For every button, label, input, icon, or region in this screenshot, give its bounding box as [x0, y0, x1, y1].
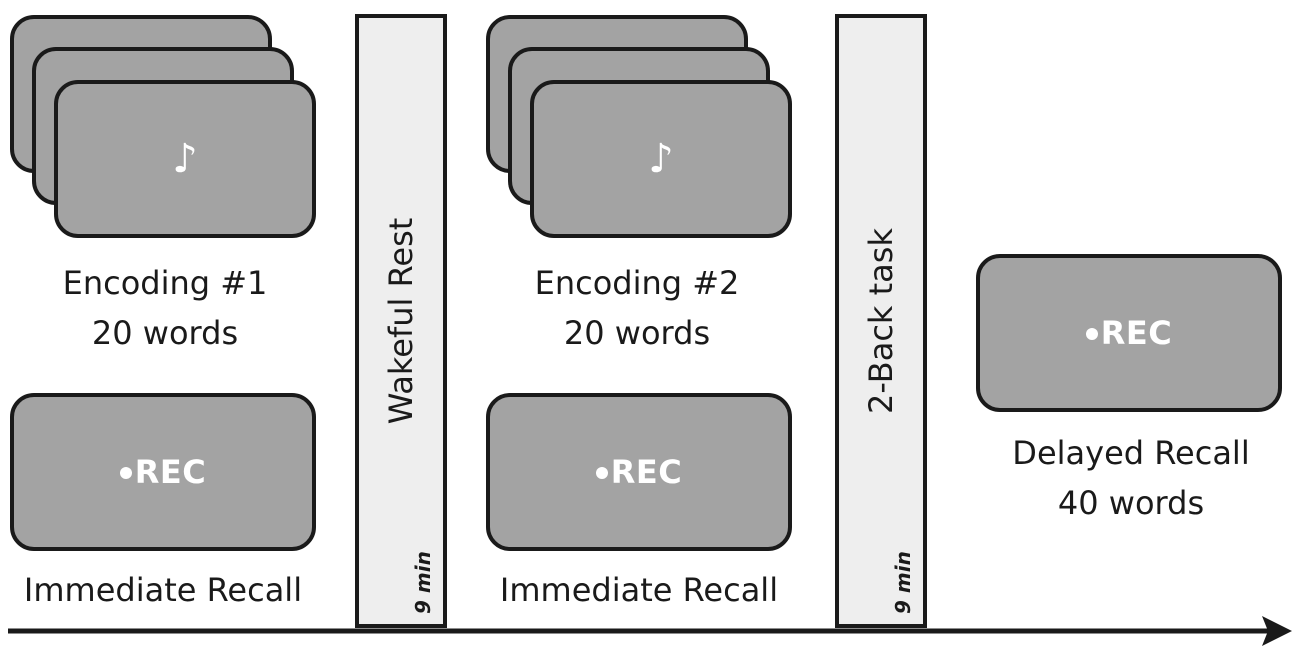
immediate-recall2-label: Immediate Recall — [499, 571, 779, 609]
wakeful-rest-duration: 9 min — [411, 551, 435, 614]
rec-indicator: REC — [119, 453, 207, 491]
immediate-recall2-card: REC — [486, 393, 792, 551]
encoding1-subtitle: 20 words — [91, 314, 239, 352]
record-dot-icon — [595, 467, 608, 479]
two-back-task-duration: 9 min — [891, 551, 915, 614]
record-dot-icon — [119, 467, 132, 479]
delayed-recall-title: Delayed Recall — [1012, 434, 1250, 472]
immediate-recall1-card: REC — [10, 393, 316, 551]
wakeful-rest-bar: Wakeful Rest 9 min — [355, 14, 447, 628]
encoding2-subtitle: 20 words — [563, 314, 711, 352]
record-dot-icon — [1085, 328, 1098, 340]
encoding1-card-front: ♪ — [54, 80, 316, 238]
rec-label: REC — [1100, 314, 1173, 352]
rec-indicator: REC — [1085, 314, 1173, 352]
immediate-recall1-label: Immediate Recall — [23, 571, 303, 609]
encoding2-card-front: ♪ — [530, 80, 792, 238]
delayed-recall-card: REC — [976, 254, 1282, 412]
encoding2-title: Encoding #2 — [534, 264, 740, 302]
encoding1-title: Encoding #1 — [62, 264, 268, 302]
rec-indicator: REC — [595, 453, 683, 491]
timeline-arrowhead-icon — [1262, 616, 1292, 646]
wakeful-rest-title: Wakeful Rest — [382, 217, 420, 425]
music-note-icon: ♪ — [648, 136, 674, 182]
rec-label: REC — [134, 453, 207, 491]
rec-label: REC — [610, 453, 683, 491]
two-back-task-bar: 2-Back task 9 min — [835, 14, 927, 628]
music-note-icon: ♪ — [172, 136, 198, 182]
delayed-recall-subtitle: 40 words — [1057, 484, 1205, 522]
two-back-task-title: 2-Back task — [862, 228, 900, 414]
